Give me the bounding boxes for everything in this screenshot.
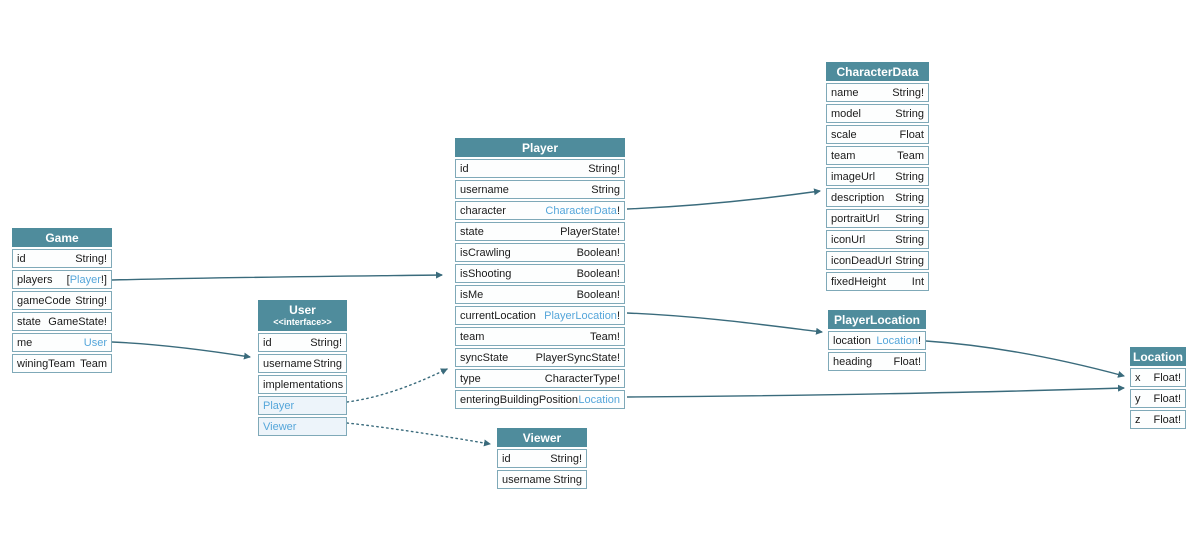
field-row-characterdata-description[interactable]: description String [826,188,929,207]
edge-user-viewer-implementation[interactable] [346,422,491,447]
field-row-game-players[interactable]: players [Player!] [12,270,112,289]
interface-stereotype-label: <<interface>> [273,317,332,327]
type-title-playerlocation[interactable]: PlayerLocation [828,310,926,329]
field-row-player-id[interactable]: id String! [455,159,625,178]
field-row-player-currentlocation[interactable]: currentLocation PlayerLocation! [455,306,625,325]
type-table-viewer[interactable]: Viewer id String! username String [497,428,587,489]
field-row-player-state[interactable]: state PlayerState! [455,222,625,241]
field-row-game-winingteam[interactable]: winingTeam Team [12,354,112,373]
type-title-game[interactable]: Game [12,228,112,247]
type-link-user[interactable]: User [83,336,107,349]
edge-player-currentlocation-to-playerlocation[interactable] [626,312,823,335]
field-row-viewer-id[interactable]: id String! [497,449,587,468]
type-title-characterdata[interactable]: CharacterData [826,62,929,81]
field-row-player-enteringbuildingposition[interactable]: enteringBuildingPosition Location [455,390,625,409]
type-title-location[interactable]: Location [1130,347,1186,366]
implementation-row-viewer[interactable]: Viewer [258,417,347,436]
type-table-game[interactable]: Game id String! players [Player!] gameCo… [12,228,112,373]
field-row-playerlocation-location[interactable]: location Location! [828,331,926,350]
type-title-user[interactable]: User <<interface>> [258,300,347,331]
field-row-characterdata-team[interactable]: team Team [826,146,929,165]
field-row-game-me[interactable]: me User [12,333,112,352]
field-row-characterdata-scale[interactable]: scale Float [826,125,929,144]
type-link-location[interactable]: Location [578,393,620,406]
type-table-playerlocation[interactable]: PlayerLocation location Location! headin… [828,310,926,371]
type-table-location[interactable]: Location x Float! y Float! z Float! [1130,347,1186,429]
edge-user-player-implementation[interactable] [346,368,448,403]
type-link-location[interactable]: Location [876,334,918,347]
field-row-game-gamecode[interactable]: gameCode String! [12,291,112,310]
field-row-playerlocation-heading[interactable]: heading Float! [828,352,926,371]
field-row-location-y[interactable]: y Float! [1130,389,1186,408]
field-row-user-username[interactable]: username String [258,354,347,373]
field-row-player-username[interactable]: username String [455,180,625,199]
field-row-game-id[interactable]: id String! [12,249,112,268]
type-link-playerlocation[interactable]: PlayerLocation [544,309,617,322]
implementation-row-player[interactable]: Player [258,396,347,415]
field-row-user-id[interactable]: id String! [258,333,347,352]
field-row-player-isme[interactable]: isMe Boolean! [455,285,625,304]
edge-playerlocation-location-to-location[interactable] [925,340,1125,378]
type-link-characterdata[interactable]: CharacterData [545,204,617,217]
edge-player-enteringbuildingposition-to-location[interactable] [626,384,1125,398]
field-row-player-isshooting[interactable]: isShooting Boolean! [455,264,625,283]
edge-player-character-to-characterdata[interactable] [626,188,821,210]
field-row-viewer-username[interactable]: username String [497,470,587,489]
implementations-header-row: implementations [258,375,347,394]
edge-game-me-to-user[interactable] [111,341,251,360]
field-row-characterdata-name[interactable]: name String! [826,83,929,102]
field-row-player-type[interactable]: type CharacterType! [455,369,625,388]
field-row-player-iscrawling[interactable]: isCrawling Boolean! [455,243,625,262]
type-link-player[interactable]: Player [263,399,295,412]
field-row-characterdata-model[interactable]: model String [826,104,929,123]
type-title-viewer[interactable]: Viewer [497,428,587,447]
edge-game-players-to-player[interactable] [111,271,443,281]
field-row-characterdata-fixedheight[interactable]: fixedHeight Int [826,272,929,291]
field-row-player-team[interactable]: team Team! [455,327,625,346]
field-row-game-state[interactable]: state GameState! [12,312,112,331]
type-link-player[interactable]: Player [69,273,101,286]
type-link-viewer[interactable]: Viewer [263,420,297,433]
type-table-user[interactable]: User <<interface>> id String! username S… [258,300,347,436]
type-table-player[interactable]: Player id String! username String charac… [455,138,625,409]
type-title-player[interactable]: Player [455,138,625,157]
field-row-player-syncstate[interactable]: syncState PlayerSyncState! [455,348,625,367]
field-row-location-x[interactable]: x Float! [1130,368,1186,387]
field-row-characterdata-iconurl[interactable]: iconUrl String [826,230,929,249]
field-row-characterdata-imageurl[interactable]: imageUrl String [826,167,929,186]
type-table-characterdata[interactable]: CharacterData name String! model String … [826,62,929,291]
field-row-location-z[interactable]: z Float! [1130,410,1186,429]
field-row-characterdata-portraiturl[interactable]: portraitUrl String [826,209,929,228]
field-row-player-character[interactable]: character CharacterData! [455,201,625,220]
field-row-characterdata-icondeadurl[interactable]: iconDeadUrl String [826,251,929,270]
